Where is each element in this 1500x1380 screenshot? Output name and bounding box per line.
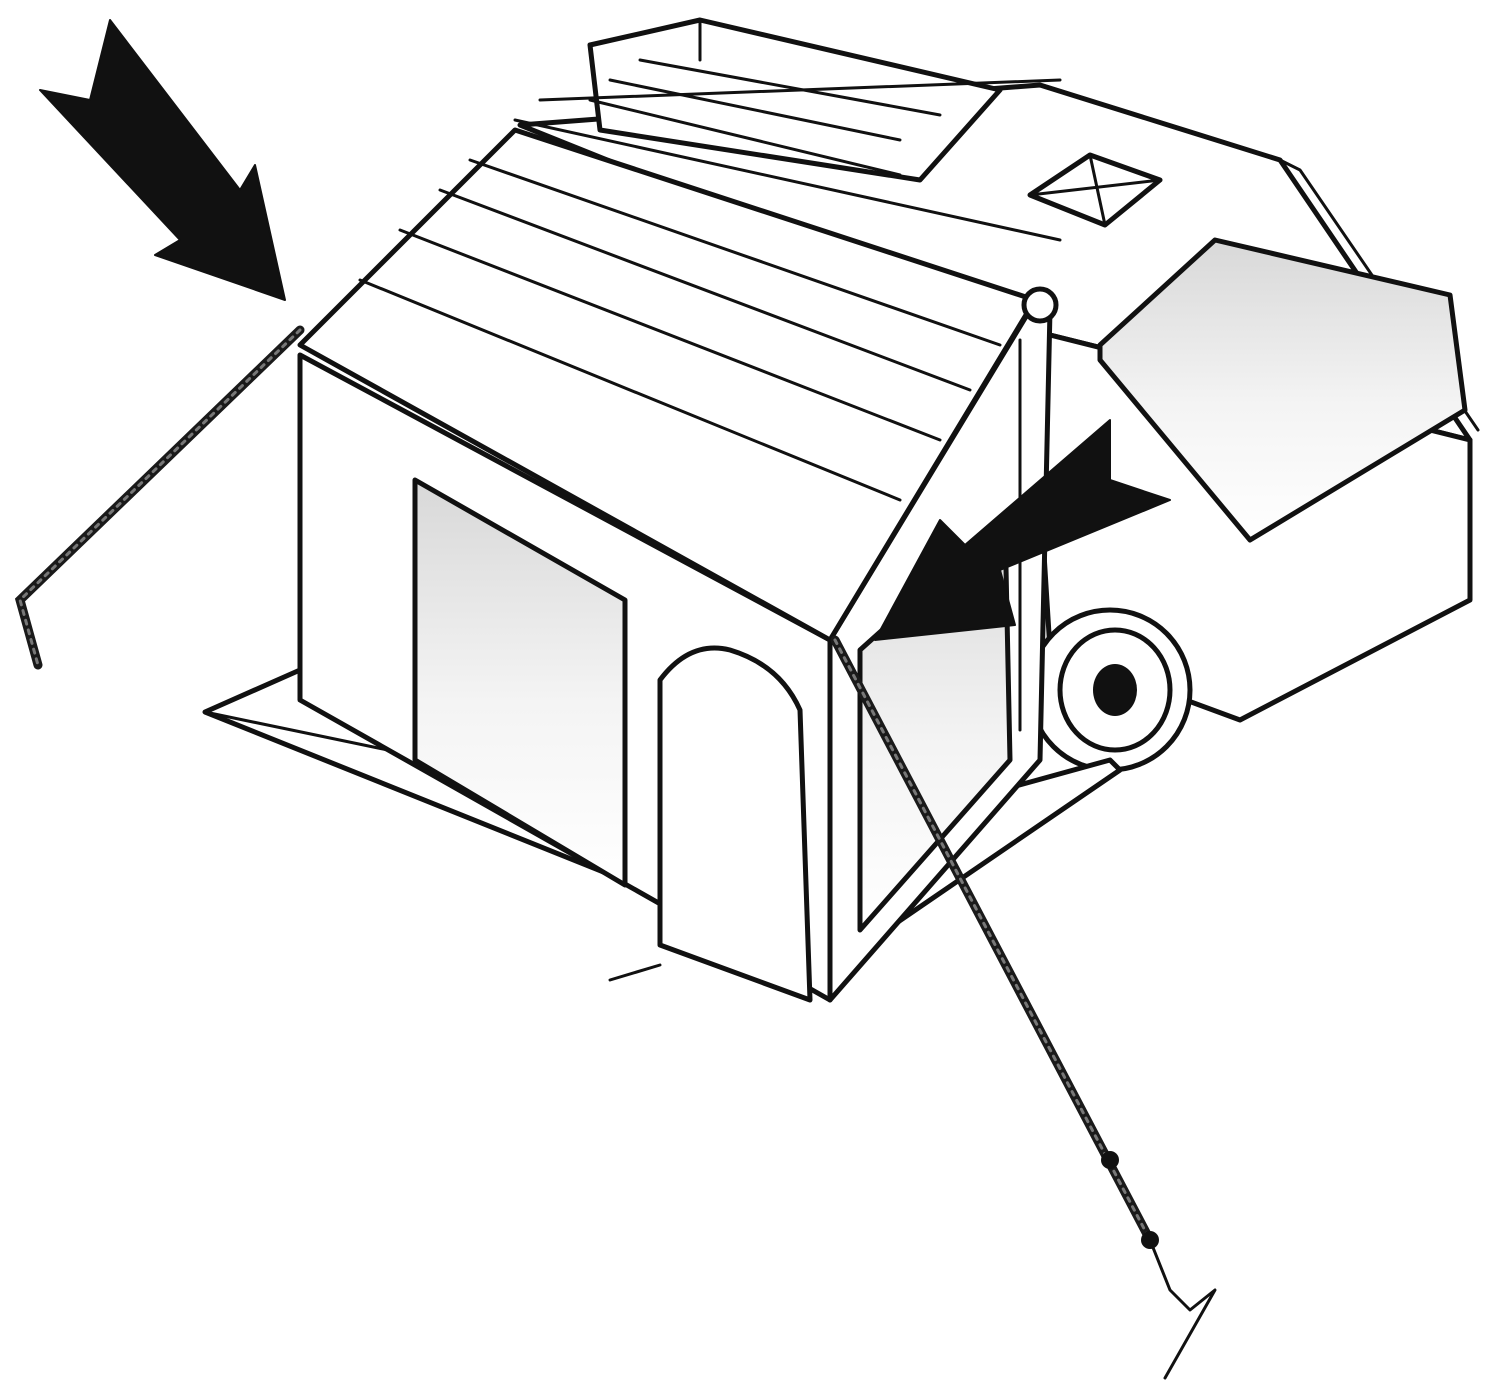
roof-stripe-2 [398, 228, 942, 442]
roof-stripe-1 [358, 278, 902, 502]
awning-poles [14, 286, 1217, 1380]
caravan-body [513, 17, 1480, 773]
arrow-right [874, 419, 1171, 641]
roof-vent-cross [1028, 153, 1162, 227]
indicator-arrows [39, 19, 1171, 641]
ridge-pole-cap [1021, 286, 1059, 324]
roof-rail [513, 78, 1062, 242]
arrow-top-left [39, 19, 286, 301]
caravan-side-window [1097, 237, 1468, 543]
right-pole-strap [1148, 1238, 1217, 1380]
roof-stripe-3 [438, 188, 972, 392]
front-window [412, 477, 628, 888]
right-pole-texture [833, 638, 1152, 1242]
wheel-hub [1093, 664, 1137, 716]
right-pole-clamp [1101, 1151, 1119, 1169]
right-pole-tip [1141, 1231, 1159, 1249]
left-pole [14, 325, 305, 670]
roof-stripe-4 [468, 158, 1002, 347]
front-door [657, 645, 813, 1003]
awning-walls [297, 307, 1053, 1003]
left-pole-texture [18, 328, 302, 667]
rooflight-lines [588, 18, 942, 177]
